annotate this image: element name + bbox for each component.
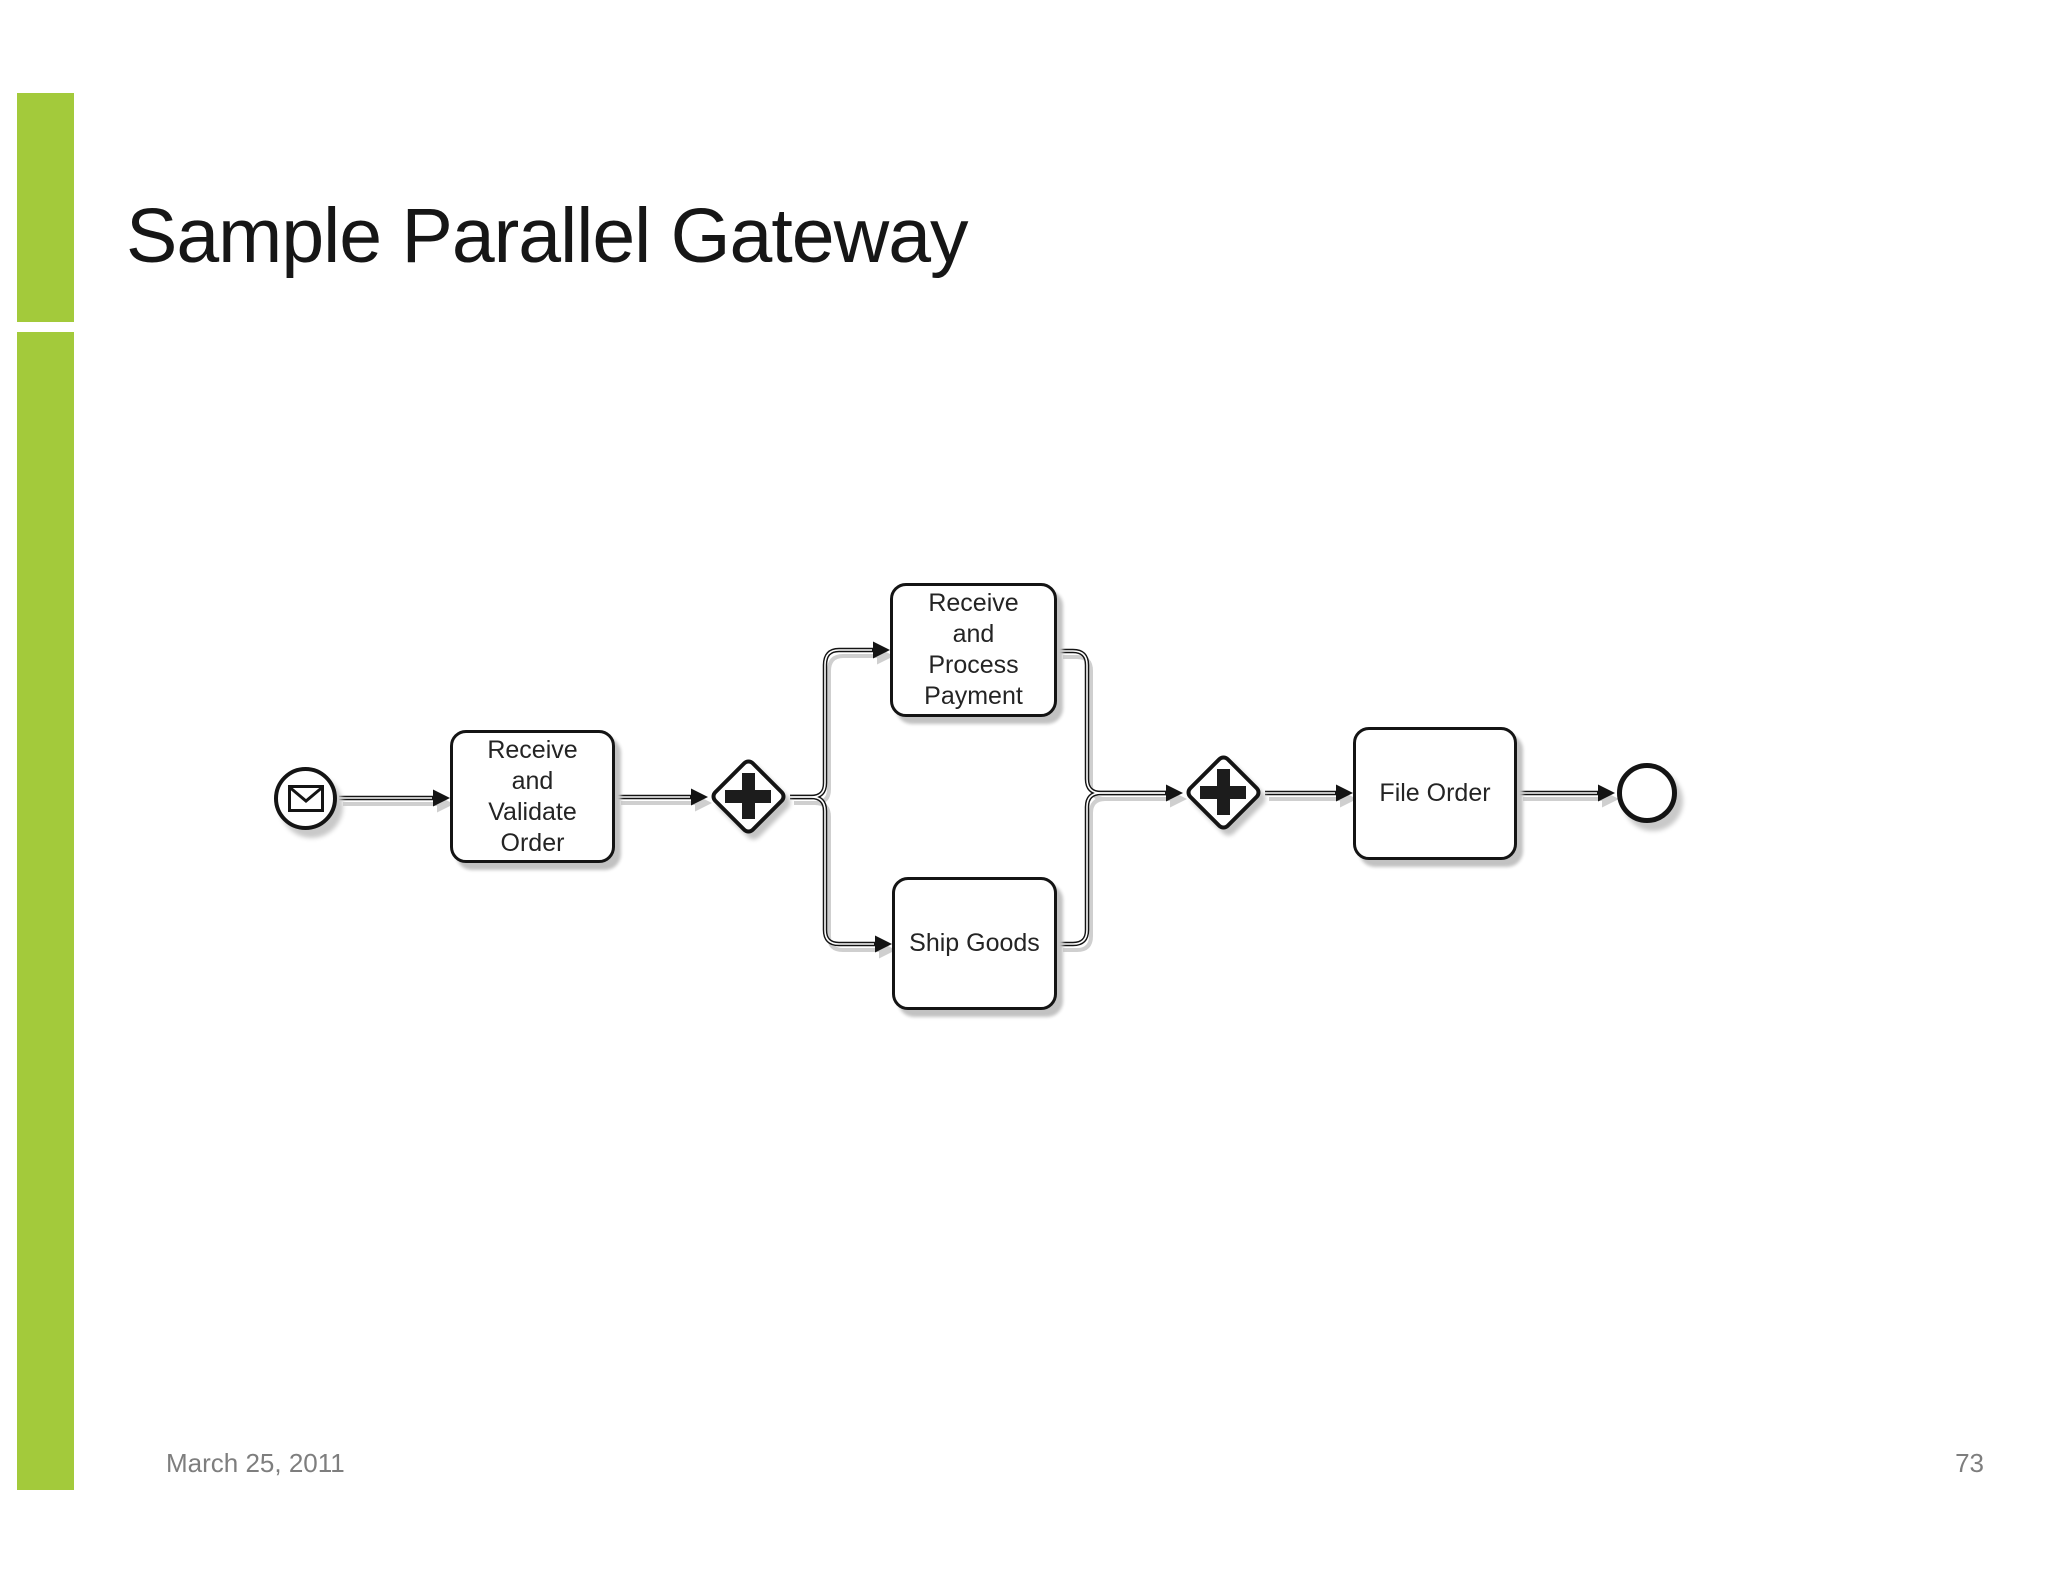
task-label: Receive and Validate Order: [487, 735, 578, 857]
slide-title: Sample Parallel Gateway: [126, 193, 969, 279]
task-label: Ship Goods: [909, 929, 1040, 957]
message-start-event: [274, 767, 337, 830]
footer-page-number: 73: [1955, 1448, 1984, 1478]
end-event: [1617, 763, 1677, 823]
task-ship-goods: Ship Goods: [892, 877, 1057, 1010]
task-label: File Order: [1379, 779, 1491, 807]
task-receive-validate-order: Receive and Validate Order: [450, 730, 615, 863]
green-accent-bar-long: [17, 332, 74, 1490]
footer-date: March 25, 2011: [166, 1448, 345, 1478]
parallel-plus-icon: [1217, 769, 1230, 815]
task-file-order: File Order: [1353, 727, 1517, 860]
parallel-gateway-join: [1183, 752, 1264, 833]
green-accent-bar-top: [17, 93, 74, 322]
envelope-icon: [287, 785, 324, 812]
parallel-plus-icon: [742, 773, 755, 819]
parallel-gateway-split: [708, 756, 789, 837]
task-label: Receive and Process Payment: [924, 589, 1023, 710]
task-receive-process-payment: Receive and Process Payment: [890, 583, 1057, 717]
